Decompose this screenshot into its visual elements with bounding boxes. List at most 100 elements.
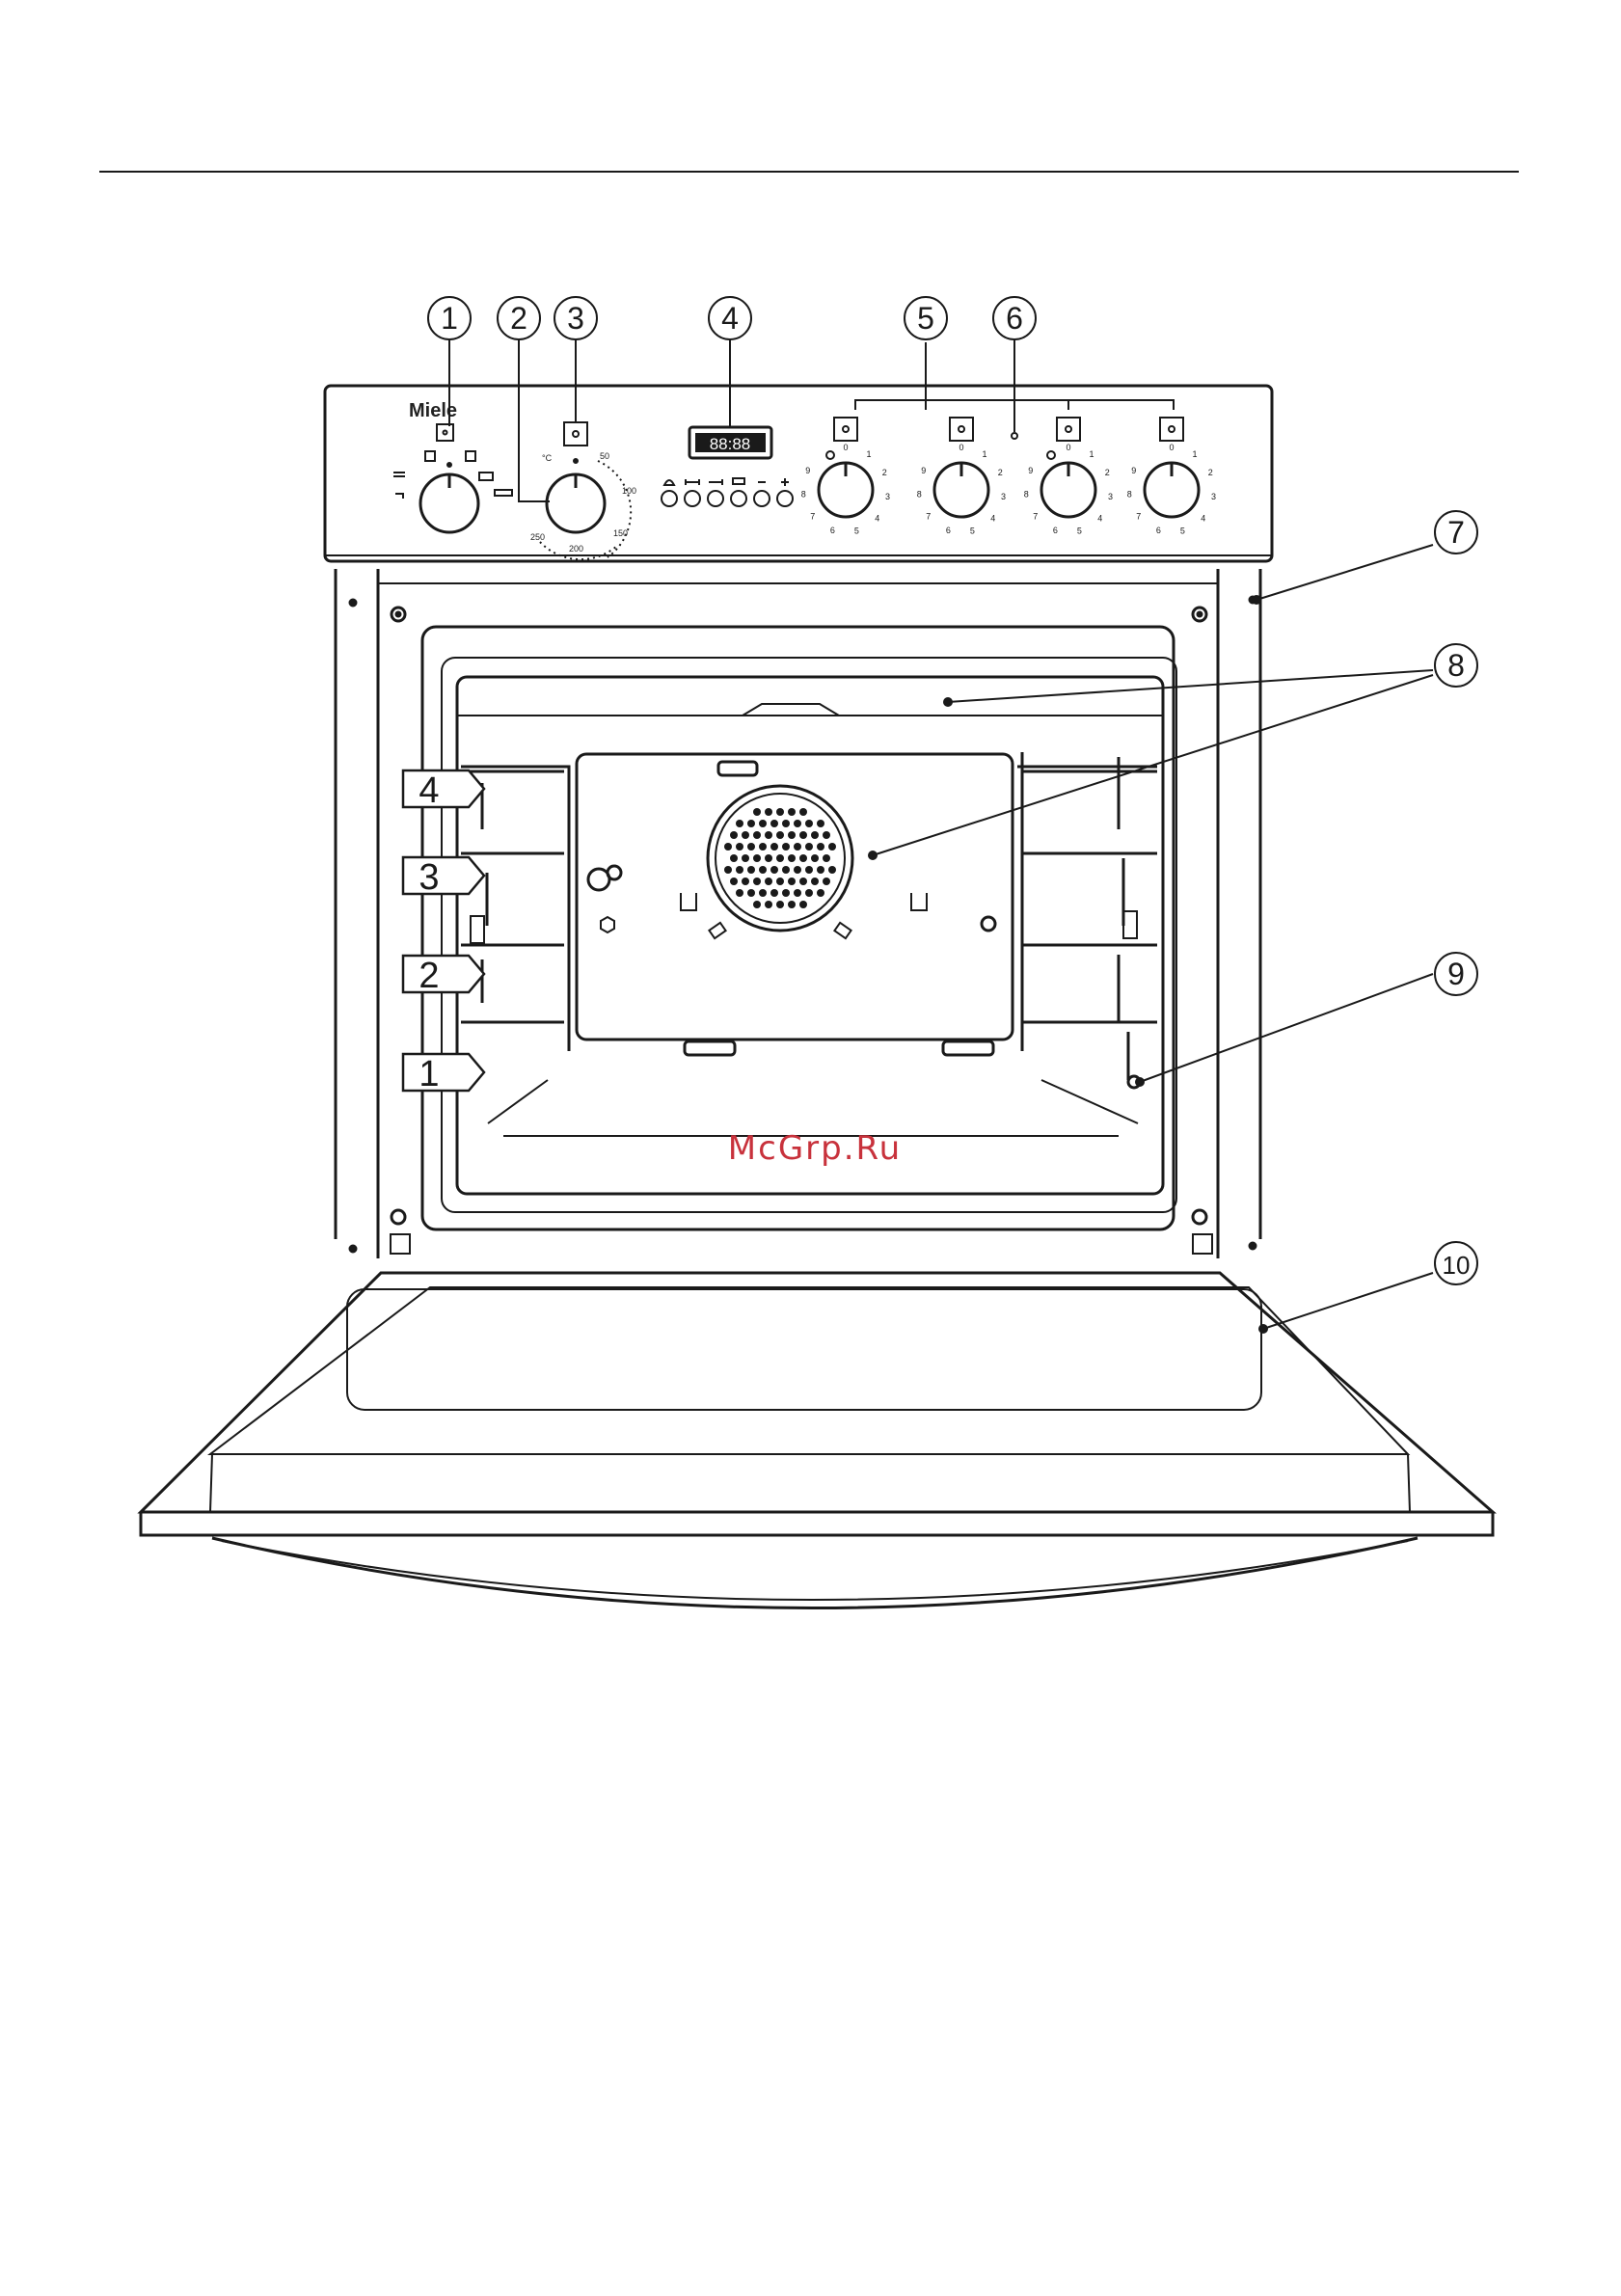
callout-10: 10 <box>1435 1242 1477 1284</box>
hob-dial-mark: 2 <box>1105 468 1110 477</box>
hob-dial-marks: 0123456789012345678901234567890123456789 <box>801 443 1216 536</box>
fan-hole <box>799 831 807 839</box>
fan-hole <box>753 808 761 816</box>
fan-hole <box>776 878 784 885</box>
mode-selector[interactable] <box>393 424 512 532</box>
fan-hole <box>805 820 813 827</box>
fan-hole <box>817 843 824 851</box>
hob-dial-mark: 4 <box>990 513 995 523</box>
fan-hole <box>823 854 830 862</box>
hob-dial-mark: 7 <box>926 512 931 522</box>
back-wall <box>488 704 1138 1136</box>
hob-dial-mark: 5 <box>854 527 859 536</box>
hob-indicator-light <box>1012 433 1017 439</box>
hob-dial-3 <box>1041 418 1095 517</box>
hob-dial-mark: 3 <box>885 492 890 501</box>
end-time-button <box>708 491 723 506</box>
callout-label-5: 5 <box>917 301 934 336</box>
fan-hole <box>765 854 772 862</box>
hob-dial-mark: 5 <box>1077 527 1082 536</box>
fan-hole <box>776 808 784 816</box>
hob-dial-mark: 6 <box>1156 526 1161 535</box>
hob-dial-mark: 9 <box>805 466 810 475</box>
temp-mark-150: 150 <box>613 528 628 538</box>
callout-2: 2 <box>498 297 540 339</box>
callout-6: 6 <box>993 297 1036 339</box>
shelf-tag-label: 2 <box>419 956 439 996</box>
hob-dial-mark: 9 <box>1028 466 1033 475</box>
temperature-selector[interactable] <box>540 422 631 559</box>
fan-hole <box>770 820 778 827</box>
fan-hole <box>765 878 772 885</box>
hob-dial-mark: 0 <box>843 443 848 452</box>
hob-dial-mark: 6 <box>946 526 951 535</box>
duration-icon <box>686 479 699 485</box>
callout-label-7: 7 <box>1447 515 1465 550</box>
minus-button <box>754 491 770 506</box>
leader-dots <box>868 595 1268 1334</box>
fan-hole <box>788 808 796 816</box>
fan-hole <box>788 831 796 839</box>
hob-dial-mark: 3 <box>1001 492 1006 501</box>
fan-hole <box>765 831 772 839</box>
fan-hole <box>747 843 755 851</box>
callout-label-4: 4 <box>721 301 739 336</box>
hob-dial-mark: 8 <box>801 490 806 500</box>
duration-button <box>685 491 700 506</box>
fan-hole <box>788 854 796 862</box>
hob-dial-2 <box>934 418 988 517</box>
temp-unit-label: °C <box>542 453 553 463</box>
fan-hole <box>811 854 819 862</box>
shelf-tag-label: 3 <box>419 857 439 898</box>
fan-hole <box>765 901 772 908</box>
plus-icon <box>781 478 789 486</box>
hob-dial-mark: 9 <box>1131 466 1136 475</box>
shelf-tag-2: 2 <box>403 956 484 996</box>
fan-hole <box>823 831 830 839</box>
side-runners <box>461 752 1157 1088</box>
hob-dial-mark: 3 <box>1108 492 1113 501</box>
clock-button <box>731 491 746 506</box>
hob-dial-mark: 1 <box>1089 449 1094 459</box>
hob-dial-mark: 5 <box>970 527 975 536</box>
callout-9: 9 <box>1435 953 1477 995</box>
shelf-tag-4: 4 <box>403 770 484 811</box>
oven-light-icon <box>393 473 405 499</box>
fan-hole <box>823 878 830 885</box>
clock-icon <box>733 478 744 484</box>
fan-hole <box>759 843 767 851</box>
hob-dial-mark: 2 <box>882 468 887 477</box>
fan-hole <box>782 889 790 897</box>
hob-dial-mark: 5 <box>1180 527 1185 536</box>
fan-hole <box>742 831 749 839</box>
hob-dial-mark: 6 <box>830 526 835 535</box>
hob-dial-mark: 3 <box>1211 492 1216 501</box>
callout-label-10: 10 <box>1443 1251 1471 1280</box>
hob-dial-mark: 8 <box>917 490 922 500</box>
callout-label-9: 9 <box>1447 957 1465 991</box>
fan-hole <box>776 854 784 862</box>
fan-hole <box>799 854 807 862</box>
fan-hole <box>811 878 819 885</box>
fan-hole <box>759 820 767 827</box>
hob-dial-mark: 6 <box>1053 526 1058 535</box>
end-time-icon <box>709 479 722 485</box>
hob-controls[interactable] <box>819 418 1199 517</box>
timer-buttons[interactable] <box>662 478 793 506</box>
callout-label-3: 3 <box>567 301 584 336</box>
fan-hole <box>828 866 836 874</box>
temp-mark-100: 100 <box>622 486 636 496</box>
fan-hole <box>805 889 813 897</box>
fan-hole <box>776 901 784 908</box>
temp-mark-250: 250 <box>530 532 545 542</box>
hob-dial-mark: 4 <box>1201 513 1205 523</box>
hob-dial-1 <box>819 418 873 517</box>
fan-hole <box>799 901 807 908</box>
fan-hole <box>770 843 778 851</box>
shelf-tag-label: 4 <box>419 770 439 811</box>
fan-hole <box>794 889 801 897</box>
grill-icon <box>466 451 475 461</box>
shelf-tag-3: 3 <box>403 857 484 898</box>
